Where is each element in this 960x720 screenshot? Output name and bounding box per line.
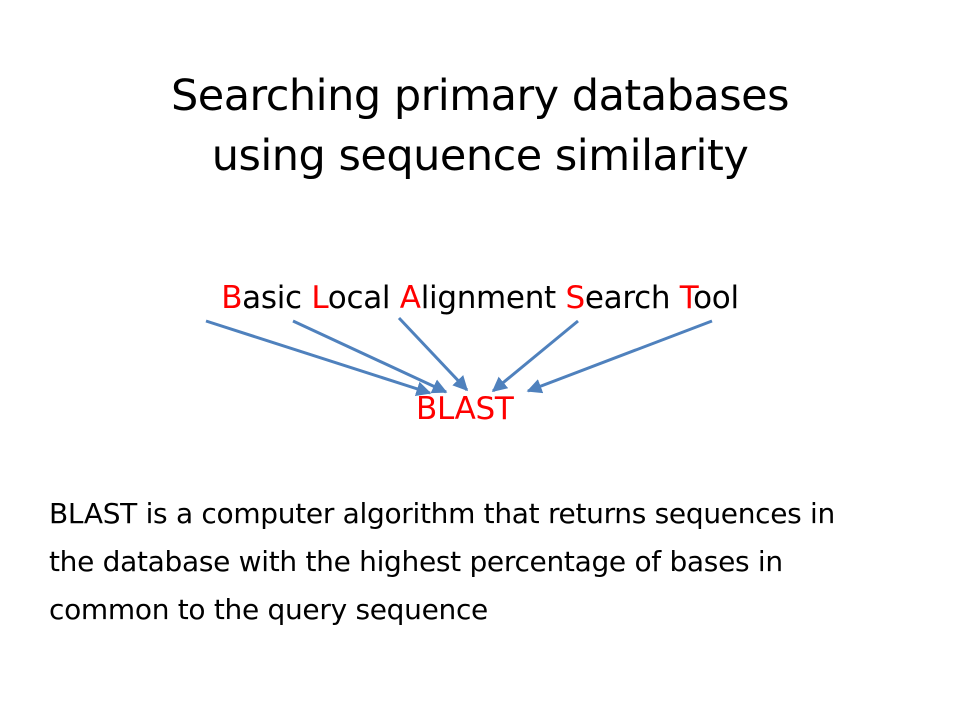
slide-title: Searching primary databases using sequen… (40, 66, 920, 186)
slide-title-line-2: using sequence similarity (211, 131, 749, 181)
arrow-b-to-acronym (205, 319, 432, 397)
arrow-a-to-acronym (397, 316, 469, 392)
expansion-rest: asic (242, 280, 302, 316)
arrow-t-to-acronym (526, 319, 713, 394)
expansion-initial: L (311, 280, 328, 316)
expansion-rest: ool (693, 280, 739, 316)
expansion-initial: S (565, 280, 585, 316)
expansion-initial: B (221, 280, 243, 316)
expansion-word-search: Search (565, 280, 670, 316)
expansion-initial: A (399, 280, 421, 316)
slide-title-line-1: Searching primary databases (170, 71, 790, 121)
arrow-s-to-acronym (491, 319, 579, 393)
expansion-rest: lignment (420, 280, 557, 316)
acronym: BLAST (416, 391, 514, 427)
expansion-word-tool: Tool (680, 280, 739, 316)
expansion-word-basic: Basic (221, 280, 302, 316)
expansion-initial: T (679, 280, 694, 316)
expansion-rest: ocal (327, 280, 391, 316)
definition-text: BLAST is a computer algorithm that retur… (49, 497, 835, 626)
arrow-l-to-acronym (292, 319, 448, 394)
acronym-expansion: Basic Local Alignment Search Tool (0, 276, 960, 320)
expansion-rest: earch (584, 280, 671, 316)
expansion-word-local: Local (311, 280, 390, 316)
expansion-word-alignment: Alignment (400, 280, 556, 316)
